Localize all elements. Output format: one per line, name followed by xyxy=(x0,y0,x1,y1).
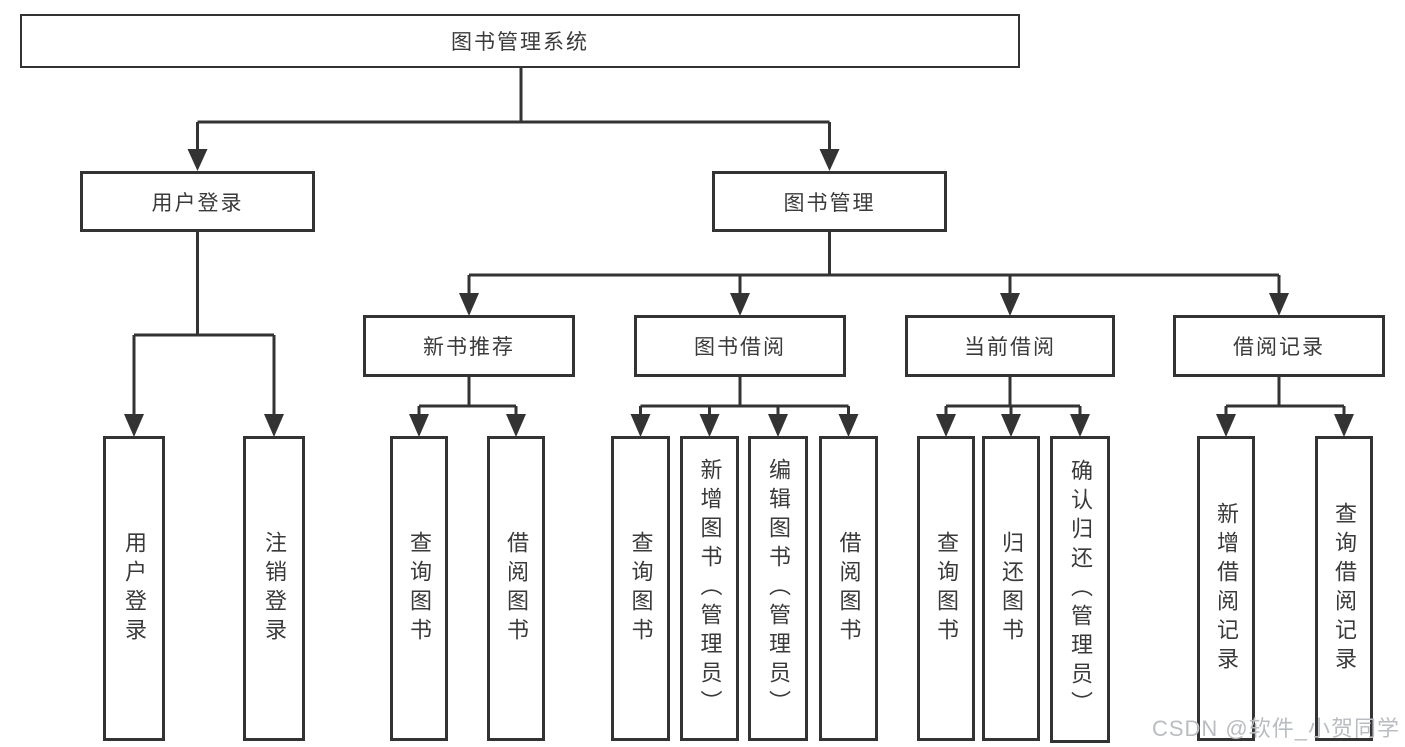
node-label: 用户登录 xyxy=(151,191,244,215)
arrowhead xyxy=(1269,293,1289,316)
arrowhead xyxy=(699,414,720,437)
connector-current-borrow-split xyxy=(944,377,1082,415)
leaf-edit-books-admin: 编辑图书（管理员） xyxy=(748,436,808,741)
leaf-add-books-admin: 新增图书（管理员） xyxy=(680,436,739,741)
node-label: 借阅图书 xyxy=(836,530,862,647)
leaf-user-login: 用户登录 xyxy=(103,436,165,741)
connector-book-borrow-split xyxy=(639,377,850,415)
node-label: 图书借阅 xyxy=(694,336,786,359)
node-label: 图书管理 xyxy=(783,191,876,215)
connector-borrow-record-split xyxy=(1224,377,1346,415)
arrowhead xyxy=(730,293,750,316)
arrowhead xyxy=(459,293,479,316)
connector-new-book-split xyxy=(417,377,518,415)
arrowhead xyxy=(768,414,788,437)
leaf-add-borrow-record: 新增借阅记录 xyxy=(1197,436,1255,741)
node-label: 新增图书（管理员） xyxy=(697,458,723,719)
node-label: 借阅图书 xyxy=(504,530,529,647)
arrowhead xyxy=(1000,293,1020,316)
node-label: 查询图书 xyxy=(407,530,432,647)
node-borrowing-records: 借阅记录 xyxy=(1173,315,1385,377)
arrowhead xyxy=(936,414,956,437)
connector-user-login-split xyxy=(132,232,276,415)
arrowhead xyxy=(1070,414,1090,437)
arrowhead xyxy=(1334,414,1354,437)
leaf-borrow-books: 借阅图书 xyxy=(819,436,878,741)
node-label: 图书管理系统 xyxy=(451,31,589,54)
arrowhead xyxy=(506,414,526,437)
leaf-confirm-return-admin: 确认归还（管理员） xyxy=(1050,436,1110,743)
node-label: 新书推荐 xyxy=(423,336,515,359)
node-label: 查询借阅记录 xyxy=(1332,501,1357,676)
leaf-query-books-recommend: 查询图书 xyxy=(390,436,448,741)
leaf-query-books-borrow: 查询图书 xyxy=(611,436,670,741)
csdn-watermark: CSDN @软件_小贺同学 xyxy=(1151,716,1400,741)
arrowhead xyxy=(264,414,284,437)
node-current-borrowing: 当前借阅 xyxy=(905,315,1115,377)
connector-book-management-split xyxy=(467,232,1281,295)
node-book-management: 图书管理 xyxy=(712,171,947,232)
node-label: 确认归还（管理员） xyxy=(1068,459,1093,720)
arrowhead xyxy=(838,414,859,437)
node-label: 编辑图书（管理员） xyxy=(766,458,791,719)
node-label: 当前借阅 xyxy=(964,336,1056,359)
arrowhead xyxy=(409,414,429,437)
leaf-return-books: 归还图书 xyxy=(982,436,1040,741)
node-label: 归还图书 xyxy=(999,530,1024,647)
node-library-management-system: 图书管理系统 xyxy=(20,14,1020,68)
node-new-book-recommendation: 新书推荐 xyxy=(363,315,575,377)
node-user-login: 用户登录 xyxy=(80,171,315,232)
node-label: 借阅记录 xyxy=(1233,336,1325,359)
arrowhead xyxy=(1216,414,1236,437)
arrowhead xyxy=(187,149,208,171)
arrowhead xyxy=(819,149,840,171)
node-label: 新增借阅记录 xyxy=(1214,501,1239,676)
leaf-query-borrow-record: 查询借阅记录 xyxy=(1315,436,1373,741)
arrowhead xyxy=(124,414,144,437)
leaf-borrow-books-recommend: 借阅图书 xyxy=(487,436,545,741)
node-label: 注销登录 xyxy=(262,530,287,647)
node-label: 查询图书 xyxy=(934,530,959,647)
node-label: 查询图书 xyxy=(628,530,654,647)
node-label: 用户登录 xyxy=(122,530,147,647)
arrowhead xyxy=(1001,414,1021,437)
arrowhead xyxy=(630,414,651,437)
node-book-borrowing: 图书借阅 xyxy=(634,315,846,377)
connector-root-split xyxy=(196,68,831,150)
leaf-query-books-current: 查询图书 xyxy=(917,436,975,741)
leaf-logout: 注销登录 xyxy=(243,436,305,741)
